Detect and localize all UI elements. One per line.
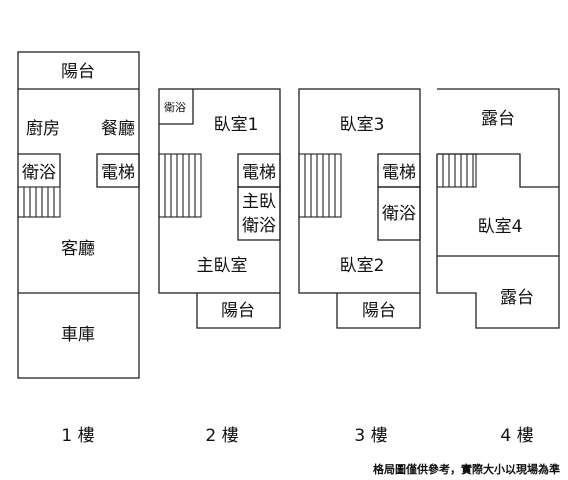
floor-4-terrace-top: 露台 xyxy=(481,109,515,129)
floor-3-bedroom-2: 臥室2 xyxy=(340,256,385,276)
floor-4-label: 4 樓 xyxy=(500,426,533,446)
floor-2-bath: 衛浴 xyxy=(164,101,186,114)
floor-2-stairs xyxy=(158,153,202,218)
floor-2-master-bath-line2: 衛浴 xyxy=(242,216,276,236)
floor-3-label: 3 樓 xyxy=(354,426,387,446)
floor-2-elevator: 電梯 xyxy=(242,163,276,183)
floor-2-balcony: 陽台 xyxy=(221,301,255,321)
floor-4-terrace-bottom: 露台 xyxy=(500,288,534,308)
floor-3-elevator: 電梯 xyxy=(382,163,416,183)
floor-1-plan: 陽台 廚房 餐廳 衛浴 電梯 客廳 車庫 1 樓 xyxy=(17,51,140,446)
floor-2-plan: 衛浴 臥室1 電梯 主臥 衛浴 主臥室 陽台 2 樓 xyxy=(158,88,281,446)
disclaimer-note: 格局圖僅供參考，實際大小以現場為準 xyxy=(373,462,560,476)
floor-1-garage: 車庫 xyxy=(61,325,95,345)
floor-2-master-bath-line1: 主臥 xyxy=(242,192,276,212)
floor-4-bedroom-4: 臥室4 xyxy=(478,217,523,237)
floor-1-balcony: 陽台 xyxy=(61,62,95,82)
floor-1-stairs xyxy=(17,186,61,218)
floor-3-plan: 臥室3 電梯 衛浴 臥室2 陽台 3 樓 xyxy=(298,88,421,446)
floor-1-kitchen: 廚房 xyxy=(26,118,60,139)
floor-2-master-bedroom: 主臥室 xyxy=(197,256,248,276)
floor-3-bedroom-3: 臥室3 xyxy=(340,115,385,135)
floor-2-bedroom-1: 臥室1 xyxy=(214,115,259,135)
floor-4-stairs xyxy=(436,153,477,188)
floor-1-bath: 衛浴 xyxy=(22,163,56,183)
floor-3-bath: 衛浴 xyxy=(382,204,416,224)
floor-3-balcony: 陽台 xyxy=(362,301,396,321)
floor-1-elevator: 電梯 xyxy=(101,163,135,183)
floor-3-stairs xyxy=(298,153,342,218)
floor-2-label: 2 樓 xyxy=(205,426,238,446)
floor-4-plan: 露台 臥室4 露台 4 樓 xyxy=(436,88,560,446)
floor-1-living-room: 客廳 xyxy=(61,239,95,259)
floor-1-dining: 餐廳 xyxy=(101,119,135,139)
floor-1-label: 1 樓 xyxy=(61,426,94,446)
